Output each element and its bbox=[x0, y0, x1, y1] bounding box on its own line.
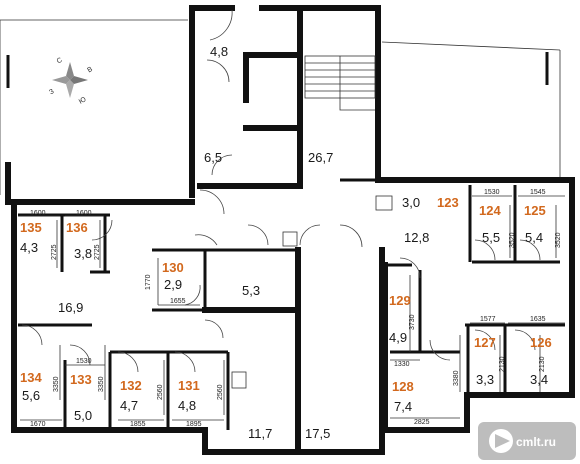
dimension-label: 2130 bbox=[539, 356, 546, 372]
room-area: 3,8 bbox=[74, 246, 92, 261]
staircase bbox=[231, 55, 393, 389]
compass: С В З Ю bbox=[48, 57, 94, 106]
dimension-label: 1577 bbox=[480, 316, 496, 323]
dimension-label: 3520 bbox=[509, 232, 516, 248]
room-area: 17,5 bbox=[305, 426, 330, 441]
dimension-label: 1635 bbox=[530, 316, 546, 323]
room-area: 5,3 bbox=[242, 283, 260, 298]
dimension-label: 2825 bbox=[414, 419, 430, 426]
dimension-label: 1655 bbox=[170, 298, 186, 305]
dimension-label: 1530 bbox=[484, 189, 500, 196]
room-number: 132 bbox=[120, 378, 142, 393]
dimension-label: 3520 bbox=[555, 232, 562, 248]
dimension-label: 1530 bbox=[76, 358, 92, 365]
room-labels: 4,8 6,5 26,7 3,0 123 12,8 124 5,5 125 5,… bbox=[20, 44, 552, 441]
room-area: 2,9 bbox=[164, 277, 182, 292]
room-area: 7,4 bbox=[394, 399, 412, 414]
watermark: cmlt.ru bbox=[478, 422, 576, 460]
compass-z: З bbox=[48, 88, 55, 96]
room-area: 5,6 bbox=[22, 388, 40, 403]
dimension-label: 1770 bbox=[145, 274, 152, 290]
dimension-label: 2725 bbox=[51, 244, 58, 260]
dimension-label: 2560 bbox=[157, 384, 164, 400]
compass-v: В bbox=[86, 66, 94, 75]
room-number: 135 bbox=[20, 220, 42, 235]
room-area: 3,3 bbox=[476, 372, 494, 387]
room-number: 134 bbox=[20, 370, 42, 385]
dimension-label: 3380 bbox=[453, 370, 460, 386]
compass-yu: Ю bbox=[78, 96, 88, 106]
dimension-label: 1670 bbox=[30, 421, 46, 428]
room-number: 131 bbox=[178, 378, 200, 393]
dimension-label: 3350 bbox=[98, 376, 105, 392]
dimension-label: 3730 bbox=[409, 314, 416, 330]
room-area: 26,7 bbox=[308, 150, 333, 165]
room-area: 4,9 bbox=[389, 330, 407, 345]
room-number: 133 bbox=[70, 372, 92, 387]
dimension-label: 2130 bbox=[499, 356, 506, 372]
room-number: 126 bbox=[530, 335, 552, 350]
dimension-label: 1545 bbox=[530, 189, 546, 196]
room-area: 5,5 bbox=[482, 230, 500, 245]
room-number: 127 bbox=[474, 335, 496, 350]
dimension-label: 1600 bbox=[30, 210, 46, 217]
room-area: 6,5 bbox=[204, 150, 222, 165]
room-number: 129 bbox=[389, 293, 411, 308]
dimension-label: 3350 bbox=[53, 376, 60, 392]
room-area: 5,4 bbox=[525, 230, 543, 245]
room-number: 130 bbox=[162, 260, 184, 275]
dimension-label: 1330 bbox=[394, 361, 410, 368]
room-area: 11,7 bbox=[248, 426, 272, 441]
room-number: 124 bbox=[479, 203, 501, 218]
dimension-label: 2725 bbox=[94, 244, 101, 260]
room-area: 12,8 bbox=[404, 230, 429, 245]
watermark-text: cmlt.ru bbox=[516, 435, 556, 449]
compass-c: С bbox=[56, 57, 64, 66]
room-number: 136 bbox=[66, 220, 88, 235]
room-number: 128 bbox=[392, 379, 414, 394]
room-number: 123 bbox=[437, 195, 459, 210]
doors bbox=[21, 9, 541, 373]
room-area: 3,4 bbox=[530, 372, 548, 387]
dimension-lines bbox=[18, 195, 565, 421]
dimension-labels: 1600 1600 2725 2725 1770 1655 1530 1545 … bbox=[30, 189, 562, 428]
room-area: 3,0 bbox=[402, 195, 420, 210]
room-area: 4,8 bbox=[178, 398, 196, 413]
room-area: 5,0 bbox=[74, 408, 92, 423]
room-area: 16,9 bbox=[58, 300, 83, 315]
dimension-label: 1895 bbox=[186, 421, 202, 428]
dimension-label: 1600 bbox=[76, 210, 92, 217]
dimension-label: 1855 bbox=[130, 421, 146, 428]
exterior-outline bbox=[0, 19, 561, 195]
room-number: 125 bbox=[524, 203, 546, 218]
walls bbox=[5, 5, 575, 455]
room-area: 4,3 bbox=[20, 240, 38, 255]
room-area: 4,8 bbox=[210, 44, 228, 59]
dimension-label: 2560 bbox=[217, 384, 224, 400]
room-area: 4,7 bbox=[120, 398, 138, 413]
